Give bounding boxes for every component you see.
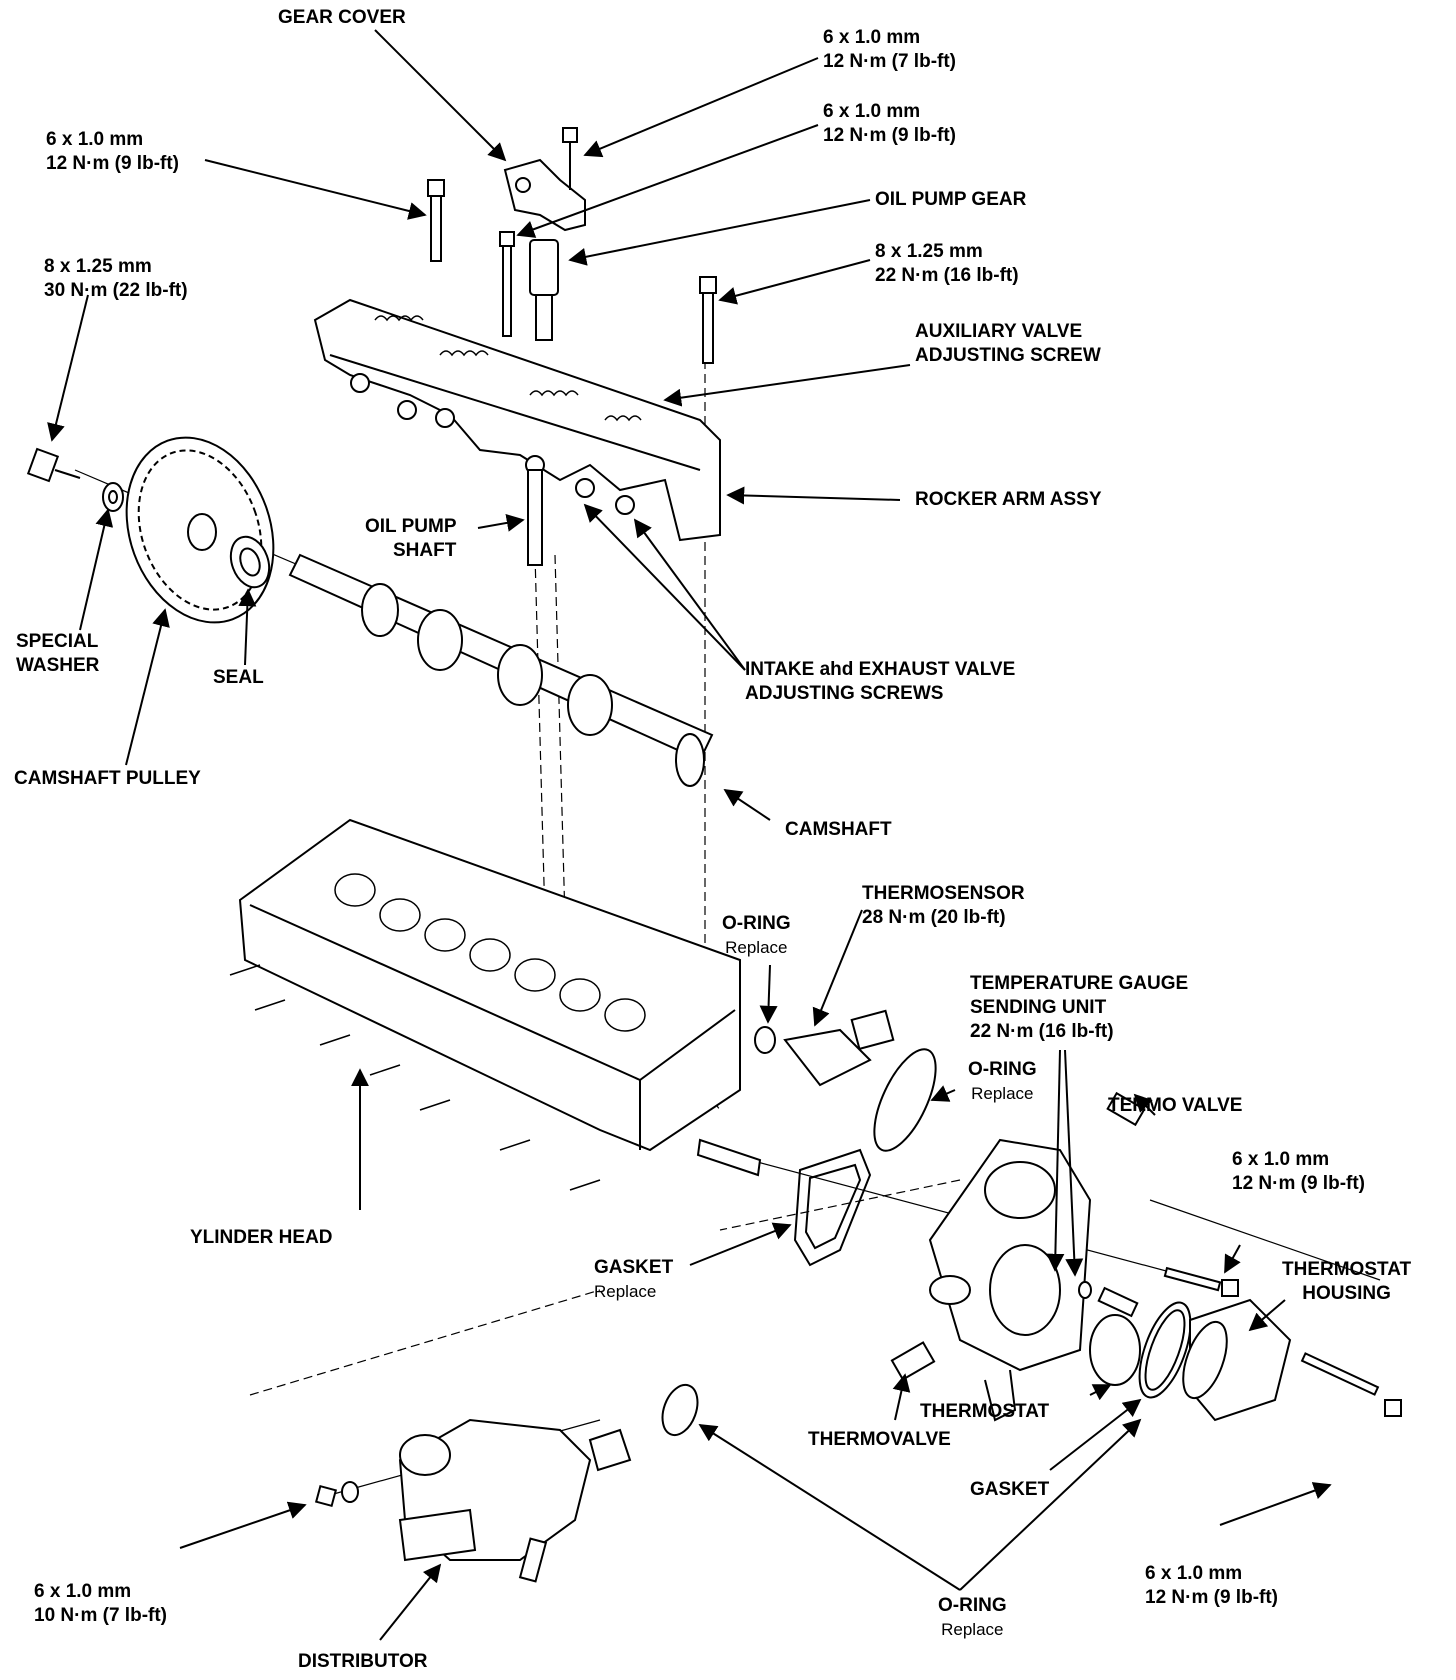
label-gasket-2: GASKET <box>970 1479 1050 1500</box>
label-bolt-bottom-right-torque: 12 N·m (9 lb-ft) <box>1145 1587 1278 1608</box>
label-bolt-right-1: 6 x 1.0 mm 12 N·m (9 lb-ft) <box>1232 1148 1365 1196</box>
label-bolt-top-2-size: 6 x 1.0 mm <box>823 101 921 122</box>
oil-pump-shaft-part <box>527 469 543 566</box>
label-thermosensor-torque: 28 N·m (20 lb-ft) <box>862 907 1006 928</box>
label-bolt-bottom-right-size: 6 x 1.0 mm <box>1145 1563 1243 1584</box>
label-thermostat-housing-line1: THERMOSTAT <box>1282 1259 1412 1280</box>
label-auxiliary-valve-line1: AUXILIARY VALVE <box>915 321 1083 342</box>
label-gasket-1-note: Replace <box>594 1282 657 1301</box>
label-bolt-left: 6 x 1.0 mm 12 N·m (9 lb-ft) <box>46 128 179 176</box>
leader-arrows <box>47 29 1332 1641</box>
distributor-part <box>314 1383 699 1583</box>
label-intake-exhaust: INTAKE ahd EXHAUST VALVE ADJUSTING SCREW… <box>745 658 1015 706</box>
label-oil-pump-shaft: OIL PUMP SHAFT <box>365 515 457 563</box>
label-bolt-top-1: 6 x 1.0 mm 12 N·m (7 lb-ft) <box>823 26 956 74</box>
oil-pump-gear-part <box>529 239 559 341</box>
label-o-ring-2-note: Replace <box>971 1084 1034 1103</box>
label-special-washer: SPECIAL WASHER <box>16 630 99 678</box>
label-rocker-arm-assy: ROCKER ARM ASSY <box>915 489 1102 510</box>
label-temperature-gauge-torque: 22 N·m (16 lb-ft) <box>970 1021 1114 1042</box>
label-gasket-1-name: GASKET <box>594 1257 674 1278</box>
cylinder-head-part <box>229 818 762 1191</box>
label-intake-exhaust-line2: ADJUSTING SCREWS <box>745 683 944 704</box>
label-special-washer-line2: WASHER <box>16 655 100 676</box>
label-o-ring-2-name: O-RING <box>968 1059 1037 1080</box>
label-bolt-top-1-size: 6 x 1.0 mm <box>823 27 921 48</box>
gear-cover-part <box>503 158 586 232</box>
label-gasket-1: GASKET Replace <box>594 1256 673 1304</box>
sensor-small-parts <box>890 1091 1239 1381</box>
label-special-washer-line1: SPECIAL <box>16 631 99 652</box>
label-thermovalve: THERMOVALVE <box>808 1429 951 1450</box>
label-camshaft-pulley: CAMSHAFT PULLEY <box>14 768 201 789</box>
label-bolt-right-1-torque: 12 N·m (9 lb-ft) <box>1232 1173 1365 1194</box>
label-o-ring-3: O-RING Replace <box>938 1594 1007 1642</box>
label-bolt-8-right: 8 x 1.25 mm 22 N·m (16 lb-ft) <box>875 240 1019 288</box>
label-bolt-bottom-left-torque: 10 N·m (7 lb-ft) <box>34 1605 167 1626</box>
label-bolt-8-left-torque: 30 N·m (22 lb-ft) <box>44 280 188 301</box>
label-thermosensor-name: THERMOSENSOR <box>862 883 1025 904</box>
label-distributor: DISTRIBUTOR <box>298 1651 428 1672</box>
label-bolt-left-torque: 12 N·m (9 lb-ft) <box>46 153 179 174</box>
label-seal: SEAL <box>213 667 264 688</box>
label-bolt-8-right-torque: 22 N·m (16 lb-ft) <box>875 265 1019 286</box>
label-o-ring-2: O-RING Replace <box>968 1058 1037 1106</box>
label-bolt-left-size: 6 x 1.0 mm <box>46 129 144 150</box>
label-intake-exhaust-line1: INTAKE ahd EXHAUST VALVE <box>745 659 1016 680</box>
label-o-ring-1-note: Replace <box>725 938 788 957</box>
camshaft-pulley-part <box>125 436 275 624</box>
label-o-ring-1: O-RING Replace <box>722 912 791 960</box>
thermosensor-part <box>754 1009 895 1087</box>
label-bolt-right-1-size: 6 x 1.0 mm <box>1232 1149 1330 1170</box>
label-temperature-gauge: TEMPERATURE GAUGE SENDING UNIT 22 N·m (1… <box>970 972 1188 1044</box>
label-o-ring-3-name: O-RING <box>938 1595 1007 1616</box>
label-oil-pump-shaft-line2: SHAFT <box>393 540 457 561</box>
label-oil-pump-gear: OIL PUMP GEAR <box>875 189 1027 210</box>
label-oil-pump-shaft-line1: OIL PUMP <box>365 516 457 537</box>
label-auxiliary-valve-line2: ADJUSTING SCREW <box>915 345 1101 366</box>
label-ylinder-head: YLINDER HEAD <box>190 1227 333 1248</box>
label-thermosensor: THERMOSENSOR 28 N·m (20 lb-ft) <box>862 882 1025 930</box>
label-temperature-gauge-line2: SENDING UNIT <box>970 997 1107 1018</box>
label-thermostat-housing: THERMOSTAT HOUSING <box>1282 1258 1411 1306</box>
o-ring-gasket-parts <box>793 1048 937 1267</box>
label-bolt-bottom-left-size: 6 x 1.0 mm <box>34 1581 132 1602</box>
label-bolt-top-2: 6 x 1.0 mm 12 N·m (9 lb-ft) <box>823 100 956 148</box>
label-bolt-bottom-right: 6 x 1.0 mm 12 N·m (9 lb-ft) <box>1145 1562 1278 1610</box>
label-thermostat: THERMOSTAT <box>920 1401 1050 1422</box>
label-bolt-top-1-torque: 12 N·m (7 lb-ft) <box>823 51 956 72</box>
label-o-ring-3-note: Replace <box>941 1620 1004 1639</box>
rocker-arm-assembly-part <box>313 298 721 542</box>
label-bolt-8-left: 8 x 1.25 mm 30 N·m (22 lb-ft) <box>44 255 188 303</box>
label-bolt-8-right-size: 8 x 1.25 mm <box>875 241 983 262</box>
label-bolt-top-2-torque: 12 N·m (9 lb-ft) <box>823 125 956 146</box>
label-thermostat-housing-line2: HOUSING <box>1302 1283 1391 1304</box>
label-auxiliary-valve: AUXILIARY VALVE ADJUSTING SCREW <box>915 320 1101 368</box>
label-bolt-bottom-left: 6 x 1.0 mm 10 N·m (7 lb-ft) <box>34 1580 167 1628</box>
label-termo-valve: TERMO VALVE <box>1108 1095 1243 1116</box>
label-bolt-8-left-size: 8 x 1.25 mm <box>44 256 152 277</box>
label-camshaft: CAMSHAFT <box>785 819 892 840</box>
thermostat-body-part <box>928 1138 1092 1422</box>
label-gear-cover: GEAR COVER <box>278 7 406 28</box>
bolt-parts-top <box>427 127 717 364</box>
camshaft-part <box>288 553 714 787</box>
label-temperature-gauge-line1: TEMPERATURE GAUGE <box>970 973 1189 994</box>
label-o-ring-1-name: O-RING <box>722 913 791 934</box>
